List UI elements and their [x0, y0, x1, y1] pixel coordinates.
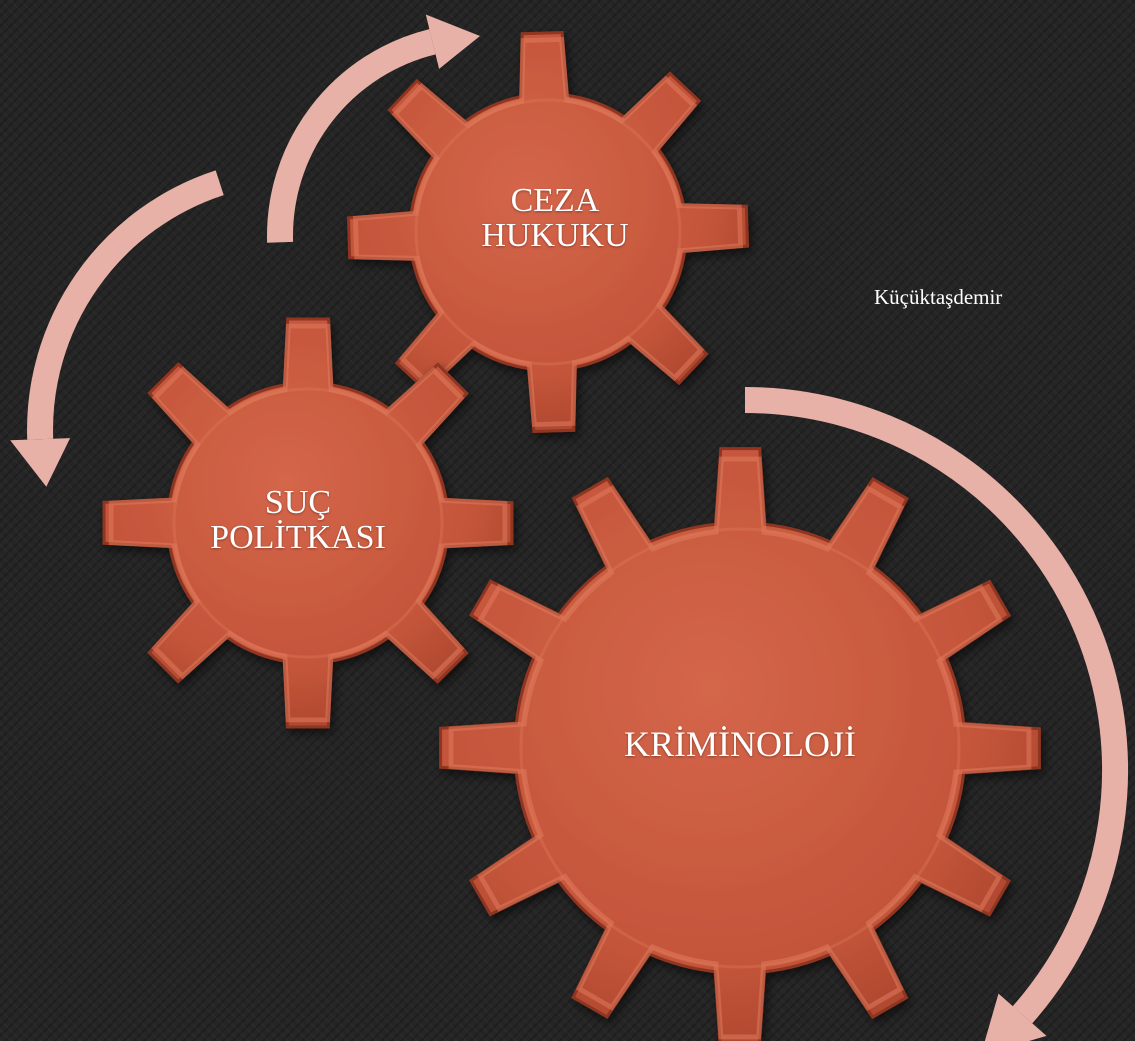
gear-ceza-hukuku	[346, 30, 750, 434]
cycle-arrows	[10, 14, 1129, 1041]
arrow-right	[744, 387, 1129, 1041]
gear-suc-politikasi-rim	[172, 387, 444, 659]
arrow-left	[10, 170, 224, 487]
arrow-top	[267, 14, 480, 243]
gear-label-ceza-hukuku: CEZA HUKUKU	[481, 182, 629, 254]
gear-ceza-hukuku-rim	[414, 98, 682, 366]
arrow-right-shaft	[744, 387, 1129, 1024]
gear-suc-politikasi-bevel	[108, 323, 508, 723]
arrow-left-head	[10, 438, 71, 487]
gear-suc-politikasi	[102, 317, 514, 729]
gear-label-kriminoloji: KRİMİNOLOJİ	[624, 724, 856, 764]
gear-label-suc-politikasi: SUÇ POLİTKASI	[210, 484, 386, 556]
arrow-top-shaft	[267, 29, 436, 243]
author-name: Küçüktaşdemir	[874, 285, 1003, 309]
gear-kriminoloji-rim	[519, 527, 961, 969]
gear-ceza-hukuku-bevel	[353, 37, 743, 427]
arrow-top-head	[425, 14, 480, 69]
arrow-left-shaft	[27, 170, 224, 440]
arrow-right-head	[984, 993, 1047, 1041]
gear-kriminoloji-bevel	[448, 456, 1032, 1040]
gear-kriminoloji	[439, 447, 1041, 1041]
